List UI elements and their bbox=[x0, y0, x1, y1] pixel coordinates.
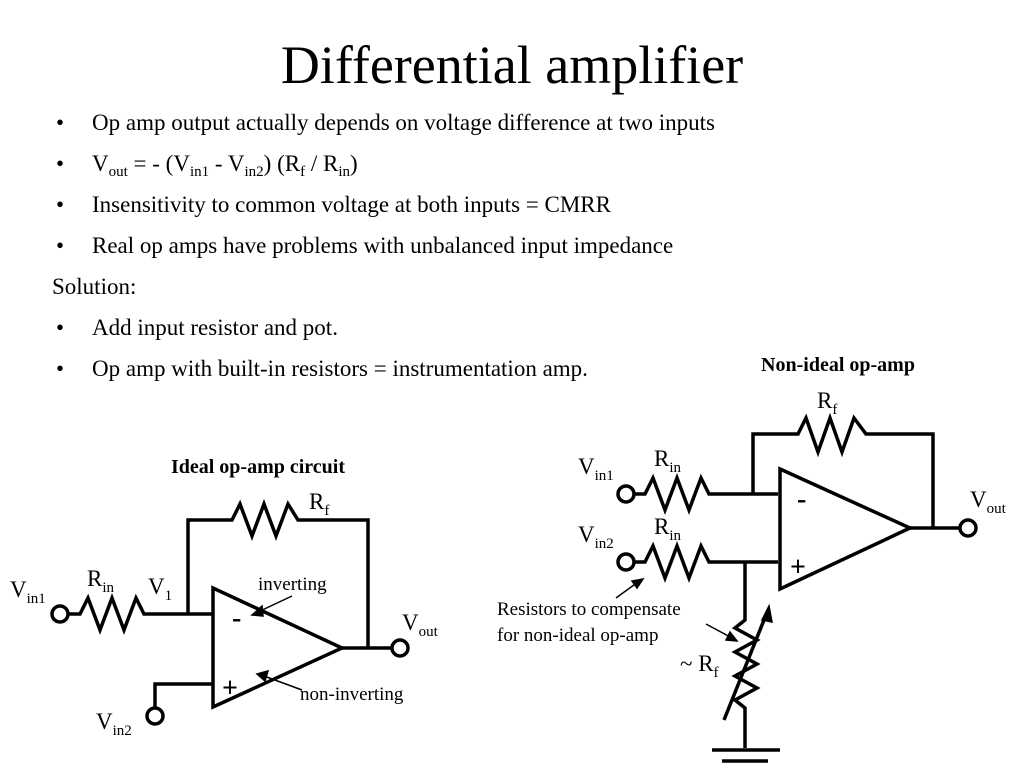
nonideal-rin2-resistor bbox=[634, 541, 778, 583]
nonideal-op-amp-triangle bbox=[778, 466, 915, 592]
bullet-text: Add input resistor and pot. bbox=[92, 315, 338, 340]
bullet-text: Op amp output actually depends on voltag… bbox=[92, 110, 715, 135]
vout-label: Vout bbox=[402, 610, 439, 640]
ideal-annotation-arrows bbox=[250, 595, 303, 691]
nonideal-rin1-label: Rin bbox=[654, 446, 682, 476]
formula-part: / R bbox=[305, 151, 339, 176]
pot-rf-label: ~ Rf bbox=[680, 651, 719, 681]
nonideal-feedback-wire bbox=[751, 412, 935, 528]
pot-resistor bbox=[731, 562, 761, 748]
plus-sign: + bbox=[222, 673, 238, 704]
formula-part: V bbox=[92, 151, 109, 176]
solution-text: Solution: bbox=[52, 274, 137, 299]
rin-resistor bbox=[68, 593, 212, 635]
formula-sub: f bbox=[300, 164, 306, 180]
inverting-label: inverting bbox=[258, 574, 327, 595]
bullet-dot: • bbox=[56, 315, 65, 340]
formula-part: ) (R bbox=[263, 151, 301, 176]
feedback-wire bbox=[186, 499, 370, 648]
nonideal-vin1-label: Vin1 bbox=[578, 454, 614, 484]
noninverting-label: non-inverting bbox=[300, 684, 404, 705]
nonideal-vin1-terminal bbox=[616, 484, 636, 504]
bullet-dot: • bbox=[56, 151, 65, 176]
nonideal-rin2-label: Rin bbox=[654, 514, 682, 544]
nonideal-labels: Non-ideal op-amp Rf Vin1 Rin Vin2 Rin Vo… bbox=[497, 354, 1007, 681]
bullet-text: Op amp with built-in resistors = instrum… bbox=[92, 356, 588, 381]
formula-sub: in2 bbox=[244, 164, 264, 180]
nonideal-plus-sign: + bbox=[790, 552, 806, 583]
nonideal-rf-label: Rf bbox=[817, 388, 837, 418]
noninverting-arrow bbox=[263, 675, 303, 691]
rf-label: Rf bbox=[309, 489, 329, 519]
bullet-dot: • bbox=[56, 356, 65, 381]
ideal-labels: Ideal op-amp circuit Vin1 Rin V1 Rf inve… bbox=[10, 456, 439, 739]
bullet-dot: • bbox=[56, 233, 65, 258]
formula-sub: in1 bbox=[189, 164, 210, 180]
slide-title: Differential amplifier bbox=[280, 35, 744, 95]
formula-part: ) bbox=[349, 151, 358, 176]
nonideal-minus-sign: - bbox=[797, 484, 806, 515]
pot-arrow-shaft bbox=[722, 609, 770, 721]
noninverting-arrowhead bbox=[255, 669, 270, 683]
pot-arrowhead bbox=[760, 603, 773, 623]
rin-label: Rin bbox=[87, 566, 115, 596]
nonideal-circuit bbox=[616, 412, 978, 763]
vin1-terminal bbox=[50, 604, 70, 624]
vin2-terminal bbox=[145, 706, 165, 726]
formula-sub: in bbox=[338, 164, 350, 180]
bullet-text: Real op amps have problems with unbalanc… bbox=[92, 233, 674, 258]
op-amp-triangle bbox=[211, 585, 347, 710]
formula-sub: out bbox=[108, 164, 128, 180]
vout-terminal bbox=[390, 638, 410, 658]
formula-part: = - (V bbox=[127, 151, 190, 176]
formula-part: - V bbox=[209, 151, 245, 176]
ideal-circuit bbox=[50, 499, 410, 726]
note-arrowhead-2 bbox=[724, 630, 739, 642]
nonideal-vin2-terminal bbox=[616, 552, 636, 572]
nonideal-arrowheads bbox=[615, 577, 773, 642]
nonideal-rin1-resistor bbox=[634, 473, 778, 515]
vout-formula: Vout = - (Vin1 - Vin2) (Rf / Rin) bbox=[92, 149, 358, 180]
vin1-label: Vin1 bbox=[10, 577, 46, 607]
nonideal-vout-label: Vout bbox=[970, 487, 1007, 517]
vin2-wire bbox=[153, 682, 213, 708]
bullet-dot: • bbox=[56, 110, 65, 135]
nonideal-vout-terminal bbox=[958, 518, 978, 538]
bullet-text: Insensitivity to common voltage at both … bbox=[92, 192, 611, 217]
inverting-arrow bbox=[257, 595, 293, 613]
nonideal-vin2-label: Vin2 bbox=[578, 522, 614, 552]
inverting-arrowhead bbox=[250, 604, 264, 617]
nonideal-circuit-title: Non-ideal op-amp bbox=[761, 354, 915, 376]
note-arrowhead-1 bbox=[630, 577, 645, 590]
ideal-circuit-title: Ideal op-amp circuit bbox=[171, 456, 345, 478]
bullet-dot: • bbox=[56, 192, 65, 217]
compensate-note-line1: Resistors to compensate bbox=[497, 599, 681, 620]
v1-label: V1 bbox=[148, 574, 172, 604]
vin2-label: Vin2 bbox=[96, 709, 132, 739]
compensate-note-line2: for non-ideal op-amp bbox=[497, 625, 658, 646]
minus-sign: - bbox=[232, 603, 241, 634]
